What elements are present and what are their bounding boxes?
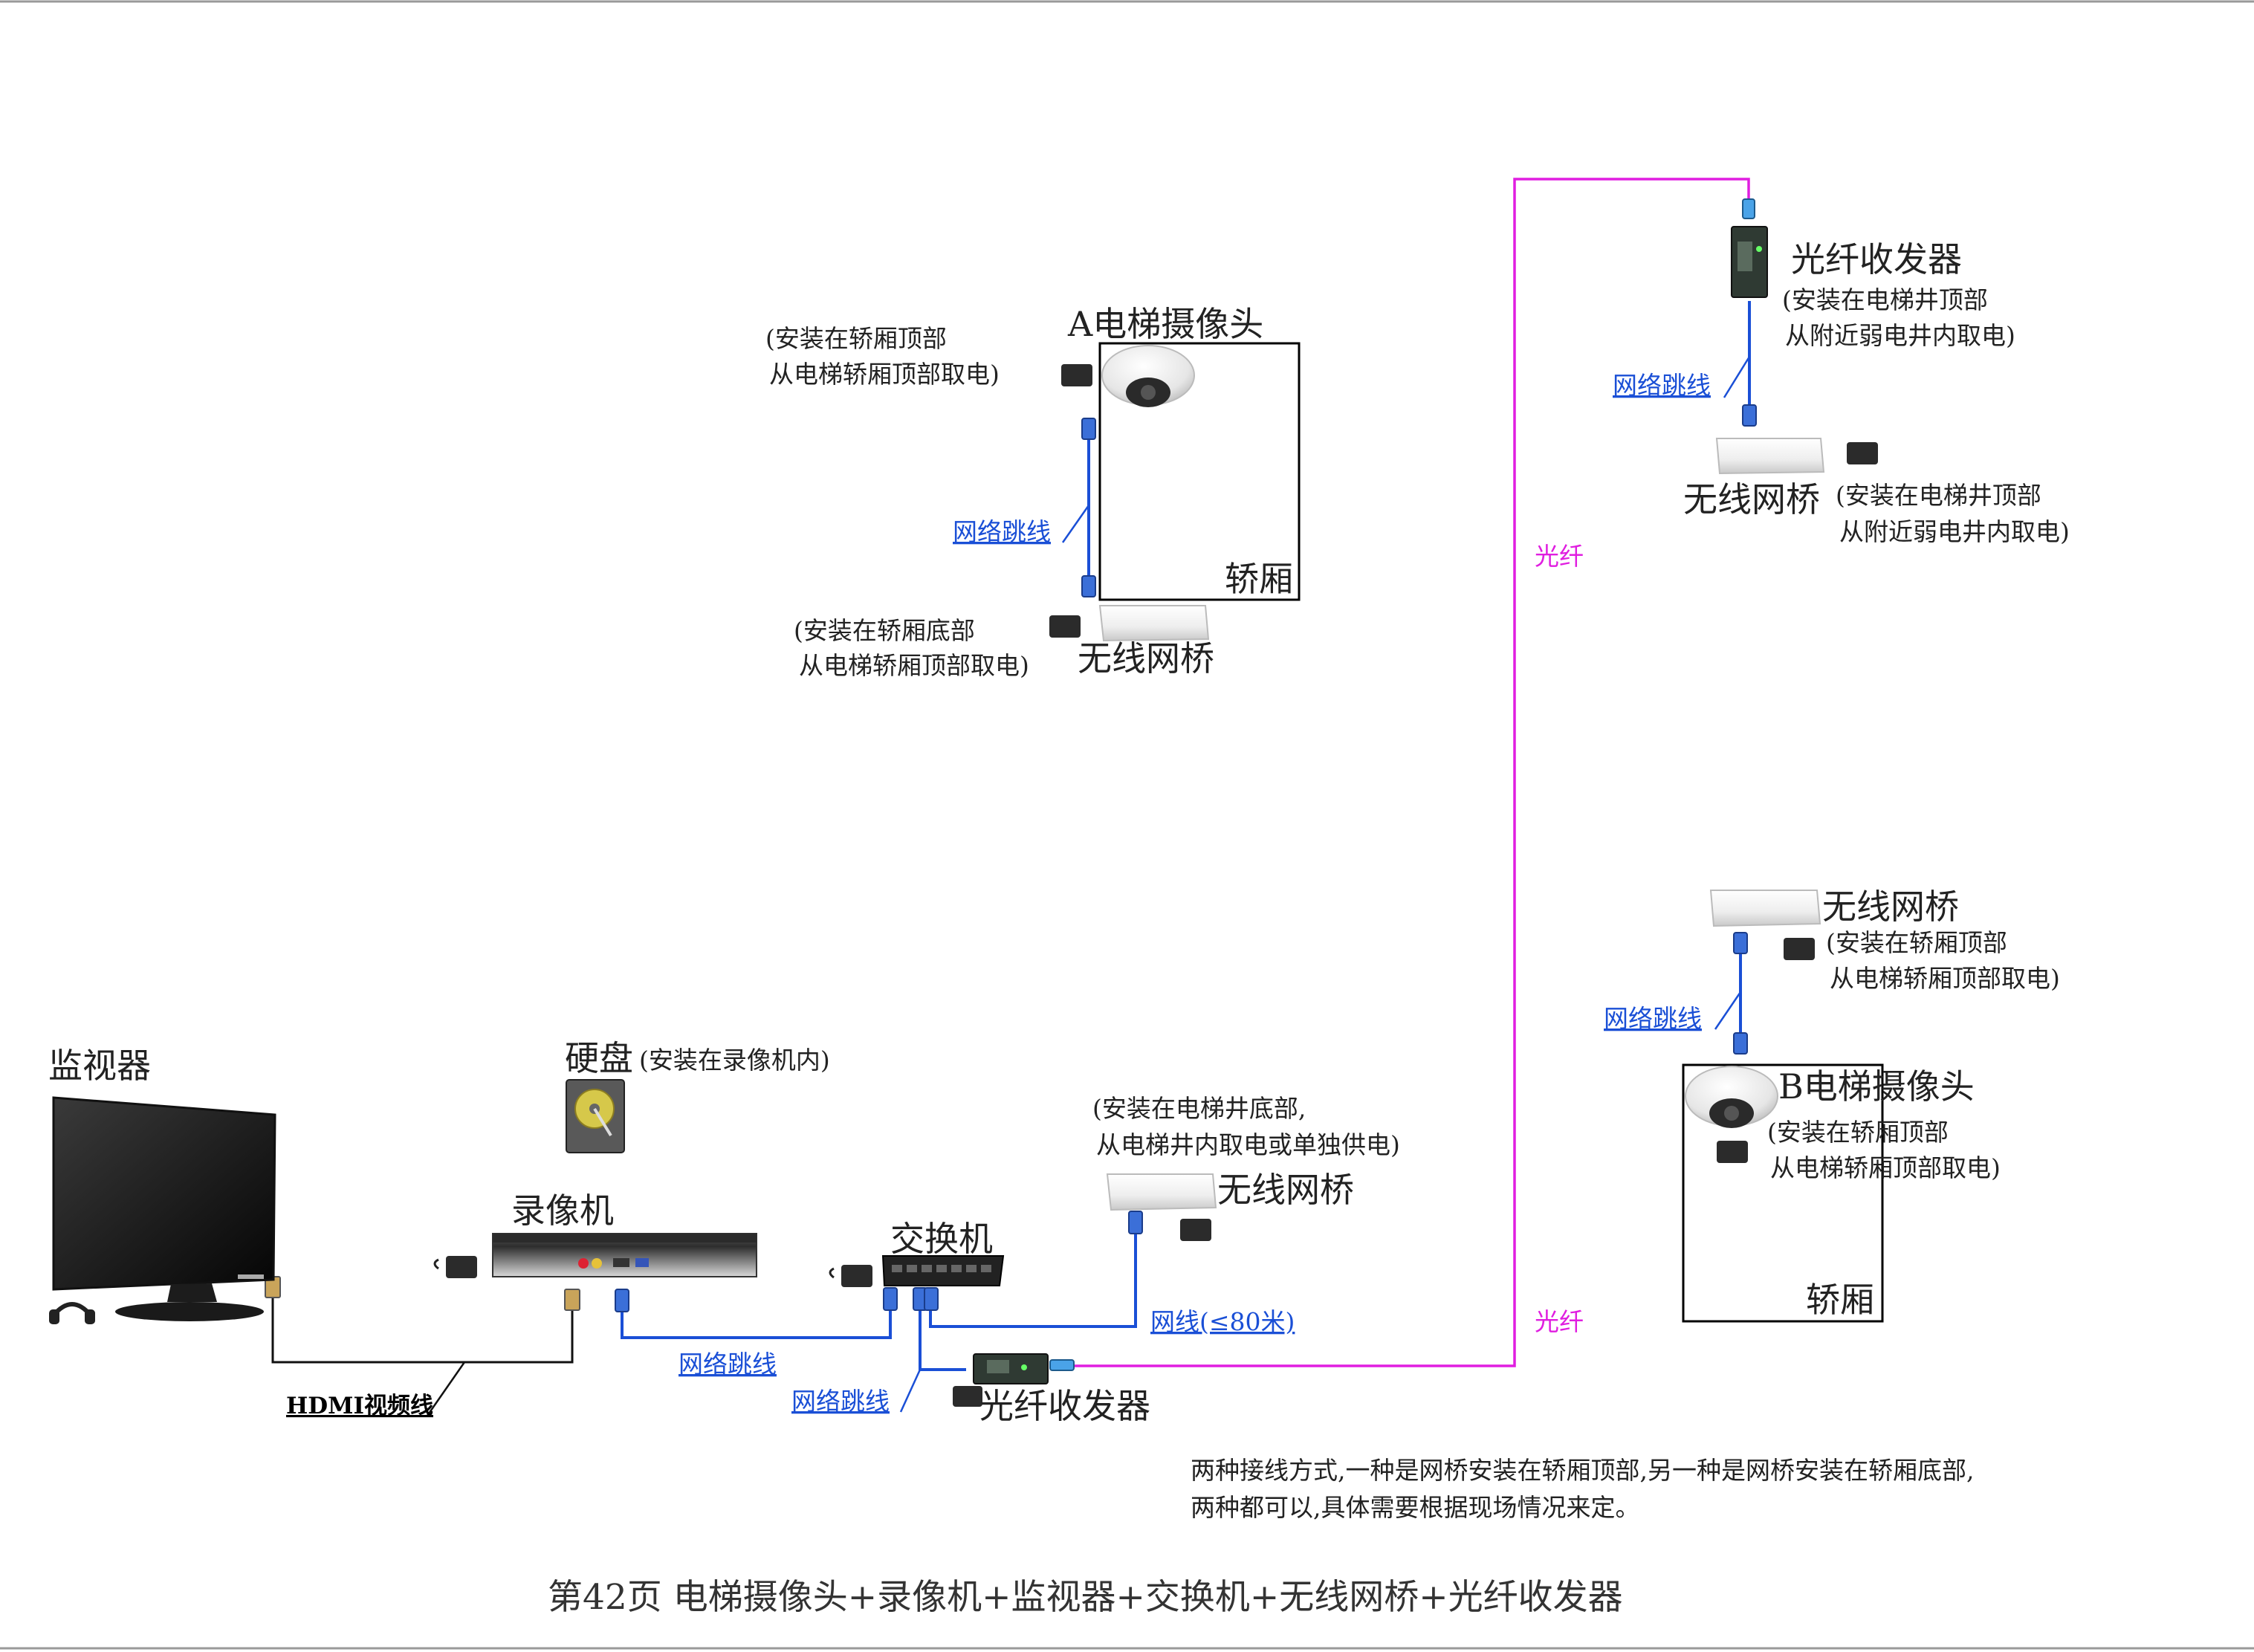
wireless-bridge-icon [1709,890,1821,927]
camera-a-label: A电梯摄像头 [1067,304,1263,344]
patch-leader-line [899,1369,922,1413]
description-line: 两种接线方式,一种是网桥安装在轿厢顶部,另一种是网桥安装在轿厢底部, [1191,1456,1974,1485]
cabin-a-box [1098,342,1301,601]
hard-disk-icon [566,1079,625,1153]
camera-b-note: 从电梯轿厢顶部取电) [1770,1153,2001,1182]
cabin-a-label: 轿厢 [1225,559,1293,599]
bridge-shaft-bottom-label: 无线网桥 [1217,1170,1354,1210]
patch-cable-label: 网络跳线 [1613,371,1711,400]
headset-icon [49,1302,95,1324]
bridge-shaft-bottom-note: 从电梯井内取电或单独供电) [1096,1130,1400,1159]
hdmi-leader-line [426,1361,466,1416]
bridge-a-note: 从电梯轿厢顶部取电) [799,651,1029,680]
dome-camera-icon [1101,345,1195,407]
rj45-connector [883,1287,939,1311]
fiber-connector [1049,198,1755,1371]
rj45-connector [615,1289,629,1312]
switch-icon [881,1255,1005,1286]
patch-cable-label: 网络跳线 [679,1350,777,1379]
patch-cable-switch-fiber [919,1302,966,1371]
camera-b-note: (安装在轿厢顶部 [1767,1118,1949,1147]
nvr-label: 录像机 [511,1191,614,1231]
bridge-b-note: 从电梯轿厢顶部取电) [1830,964,2060,993]
hard-disk-label: 硬盘 [565,1038,633,1078]
switch-label: 交换机 [890,1219,993,1259]
hdmi-cable-label: HDMI视频线 [286,1393,433,1419]
description-line: 两种都可以,具体需要根据现场情况来定。 [1191,1493,1640,1522]
monitor-icon [52,1096,276,1321]
camera-b-label: B电梯摄像头 [1778,1066,1975,1107]
fiber-cable [1074,178,1750,1367]
wireless-bridge-icon [1106,1173,1217,1211]
ethernet-cable-label: 网线(≤80米) [1150,1307,1295,1336]
patch-cable-label: 网络跳线 [1604,1004,1702,1033]
rj45-connector [1081,418,1096,597]
fiber-label: 光纤 [1535,1307,1584,1336]
patch-leader-b [1714,991,1742,1030]
patch-cable-label: 网络跳线 [953,517,1051,546]
fiber-transceiver-bottom-label: 光纤收发器 [979,1386,1150,1426]
hdmi-cable [271,1286,574,1364]
power-adapter-icon [433,364,1878,1407]
fiber-transceiver-top-note: 从附近弱电井内取电) [1785,321,2015,350]
camera-a-note: (安装在轿厢顶部 [765,324,947,353]
bridge-a-note: (安装在轿厢底部 [794,616,975,645]
fiber-transceiver-top-note: (安装在电梯井顶部 [1782,285,1988,314]
wireless-bridge-icon [1098,605,1210,642]
hard-disk-note: (安装在录像机内) [639,1046,830,1075]
patch-leader-top [1723,356,1751,398]
monitor-label: 监视器 [48,1046,151,1086]
fiber-transceiver-icon [973,1353,1049,1384]
bridge-shaft-bottom-note: (安装在电梯井底部, [1092,1094,1306,1123]
camera-a-note: 从电梯轿厢顶部取电) [769,360,1000,389]
fiber-label: 光纤 [1535,542,1584,571]
rj45-connector [1128,1211,1143,1234]
patch-cable-nvr-switch [621,1300,892,1339]
bridge-b-label: 无线网桥 [1822,887,1959,927]
dome-camera-icon [1685,1066,1778,1128]
ethernet-cable-80m [929,1230,1137,1328]
patch-leader-a [1061,505,1090,543]
cabin-b-box [1682,1063,1884,1323]
page-footer: 第42页 电梯摄像头+录像机+监视器+交换机+无线网桥+光纤收发器 [548,1577,1623,1618]
hdmi-connector [265,1276,580,1311]
bridge-shaft-top-label: 无线网桥 [1683,479,1820,519]
patch-cable-label: 网络跳线 [791,1387,890,1416]
nvr-icon [492,1233,757,1277]
wireless-bridge-icon [1715,438,1825,475]
bridge-b-note: (安装在轿厢顶部 [1826,928,2007,957]
bridge-a-label: 无线网桥 [1078,638,1214,678]
bridge-shaft-top-note: (安装在电梯井顶部 [1836,481,2041,510]
fiber-transceiver-top-label: 光纤收发器 [1791,239,1962,279]
bridge-shaft-top-note: 从附近弱电井内取电) [1839,517,2070,546]
rj45-connector [1733,404,1757,1055]
cabin-b-label: 轿厢 [1806,1280,1874,1320]
fiber-transceiver-icon [1731,226,1768,298]
